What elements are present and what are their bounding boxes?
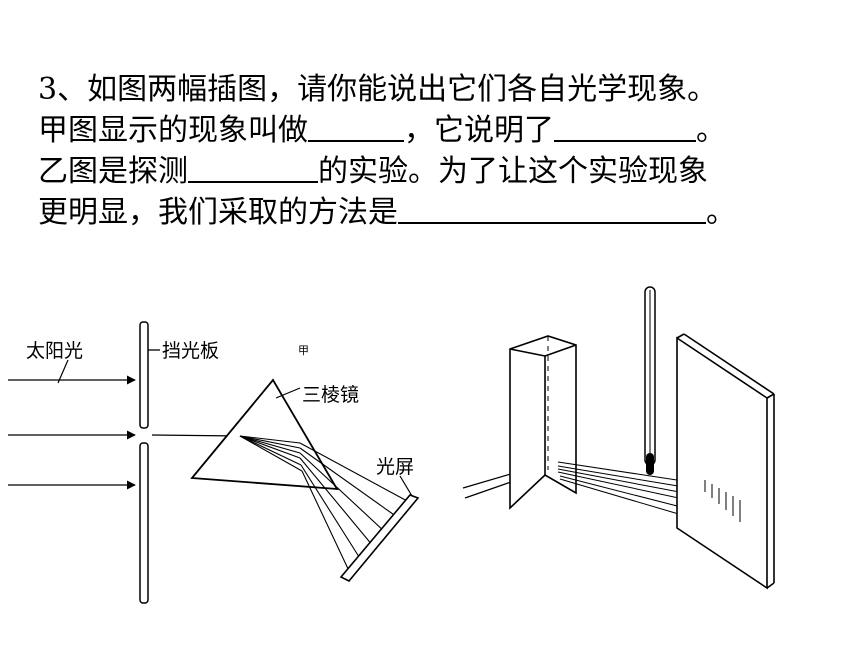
figure-jia-dispersion: 太阳光 挡光板 甲 三棱镜 光屏 [8, 321, 420, 604]
question-line-2-text-b: ，它说明了 [404, 113, 554, 148]
prism-pointer [275, 387, 301, 399]
prism-3d [509, 335, 577, 510]
question-line-4: 更明显，我们采取的方法是 。 [38, 192, 838, 233]
spectrum-on-board [704, 480, 741, 522]
sunlight-pointer [57, 359, 69, 384]
white-board [676, 333, 775, 590]
label-sunlight: 太阳光 [26, 340, 83, 362]
label-jia: 甲 [298, 344, 309, 357]
sunlight-rays [8, 375, 241, 490]
question-line-4-text-b: 。 [706, 195, 736, 230]
question-line-2-text-a: 甲图显示的现象叫做 [38, 113, 308, 148]
question-line-4-text-a: 更明显，我们采取的方法是 [38, 195, 398, 230]
answer-blank-explanation[interactable] [554, 110, 696, 142]
baffle-board [139, 321, 149, 604]
question-line-3-text-a: 乙图是探测 [38, 154, 188, 189]
question-line-2: 甲图显示的现象叫做 ，它说明了 。 [38, 110, 838, 151]
thermometer [644, 286, 656, 475]
question-line-1-text: 3、如图两幅插图，请你能说出它们各自光学现象。 [38, 72, 718, 107]
question-line-3: 乙图是探测 的实验。为了让这个实验现象 [38, 151, 838, 192]
optics-illustrations: 太阳光 挡光板 甲 三棱镜 光屏 [8, 286, 775, 604]
label-baffle: 挡光板 [162, 340, 219, 362]
light-screen [339, 494, 420, 582]
question-line-2-text-c: 。 [696, 113, 726, 148]
screen-pointer [399, 475, 413, 497]
answer-blank-phenomenon[interactable] [308, 110, 404, 142]
question-line-3-text-b: 的实验。为了让这个实验现象 [318, 154, 708, 189]
figure-yi-thermometer-experiment [462, 286, 775, 590]
dispersed-rays [239, 435, 410, 574]
answer-blank-method[interactable] [398, 192, 706, 224]
refracted-spectrum [557, 461, 691, 516]
answer-blank-detect[interactable] [188, 151, 318, 183]
label-prism: 三棱镜 [302, 384, 359, 406]
triangular-prism [190, 378, 339, 491]
question-line-1: 3、如图两幅插图，请你能说出它们各自光学现象。 [38, 70, 838, 110]
question-text: 3、如图两幅插图，请你能说出它们各自光学现象。 甲图显示的现象叫做，它说明了。 … [38, 70, 838, 233]
label-screen: 光屏 [376, 456, 414, 478]
